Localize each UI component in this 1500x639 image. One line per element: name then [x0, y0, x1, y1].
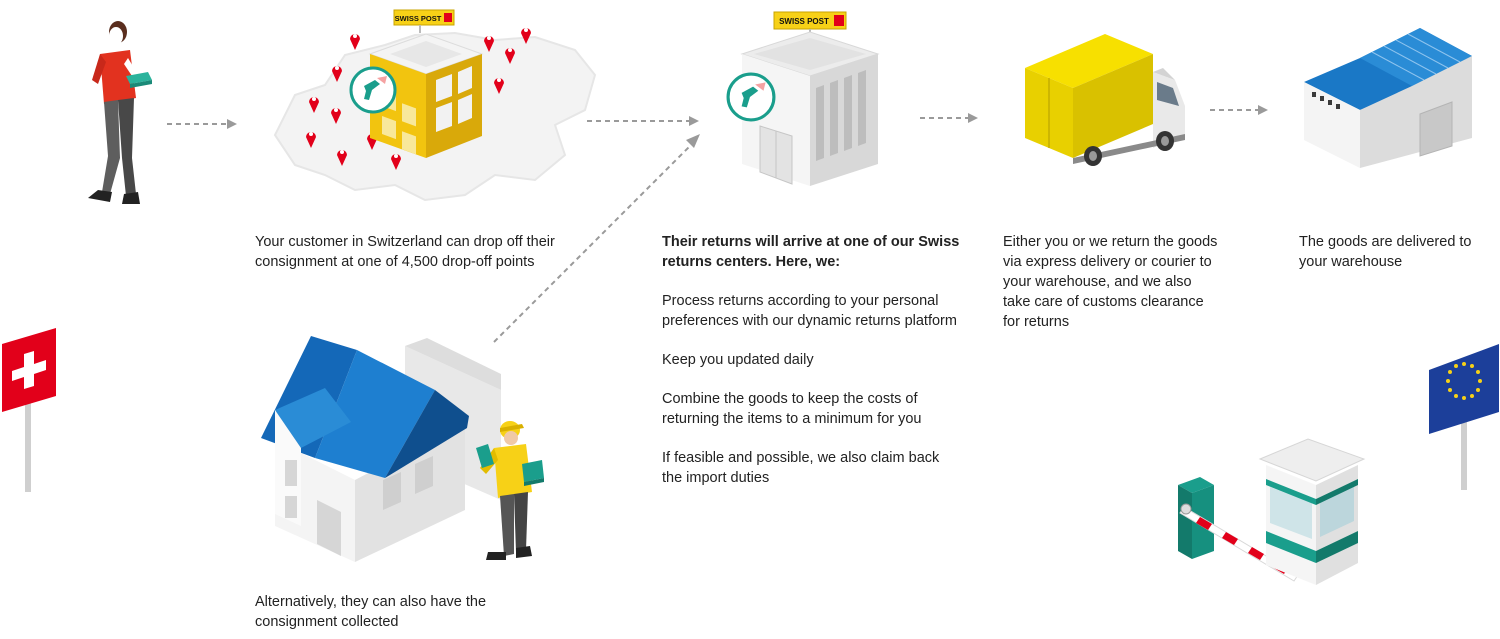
step-returns-center-caption: Their returns will arrive at one of our … — [662, 232, 962, 507]
location-pin-icon — [505, 48, 515, 64]
flow-arrow — [1210, 105, 1268, 115]
flow-arrow — [920, 113, 978, 123]
returns-center-intro: Their returns will arrive at one of our … — [662, 234, 960, 270]
location-pin-icon — [494, 78, 504, 94]
location-pin-icon — [332, 66, 342, 82]
post-sign-label: SWISS POST — [779, 17, 829, 26]
location-pin-icon — [306, 132, 316, 148]
flow-arrow — [587, 116, 699, 126]
barcode-scanner-icon — [726, 72, 776, 122]
step-dropoff-caption: Your customer in Switzerland can drop of… — [255, 232, 555, 272]
courier-icon — [476, 421, 544, 560]
person-with-parcel-icon — [88, 21, 152, 204]
dropoff-text: Your customer in Switzerland can drop of… — [255, 234, 555, 270]
location-pin-icon — [391, 154, 401, 170]
warehouse-icon — [1304, 28, 1472, 168]
house-icon — [261, 336, 501, 562]
location-pin-icon — [350, 34, 360, 50]
returns-center-item: If feasible and possible, we also claim … — [662, 450, 940, 486]
location-pin-icon — [331, 108, 341, 124]
customs-barrier-icon — [1178, 438, 1366, 585]
post-sign-label: SWISS POST — [395, 14, 442, 23]
step-warehouse-caption: The goods are delivered to your warehous… — [1299, 232, 1494, 272]
eu-flag-icon — [1429, 344, 1499, 490]
location-pin-icon — [337, 150, 347, 166]
warehouse-text: The goods are delivered to your warehous… — [1299, 234, 1472, 270]
returns-center-item: Keep you updated daily — [662, 352, 814, 368]
step-collection-caption: Alternatively, they can also have the co… — [255, 592, 515, 632]
collection-text: Alternatively, they can also have the co… — [255, 594, 487, 630]
flow-arrow-diagonal — [493, 134, 700, 343]
swiss-flag-icon — [2, 328, 56, 492]
returns-center-item: Combine the goods to keep the costs of r… — [662, 391, 922, 427]
location-pin-icon — [484, 36, 494, 52]
step-delivery-caption: Either you or we return the goods via ex… — [1003, 232, 1218, 332]
returns-center-item: Process returns according to your person… — [662, 293, 957, 329]
location-pin-icon — [521, 28, 531, 44]
delivery-text: Either you or we return the goods via ex… — [1003, 234, 1218, 330]
delivery-truck-icon — [1025, 34, 1185, 166]
barcode-scanner-icon — [349, 66, 397, 114]
location-pin-icon — [309, 97, 319, 113]
flow-arrow — [167, 119, 237, 129]
